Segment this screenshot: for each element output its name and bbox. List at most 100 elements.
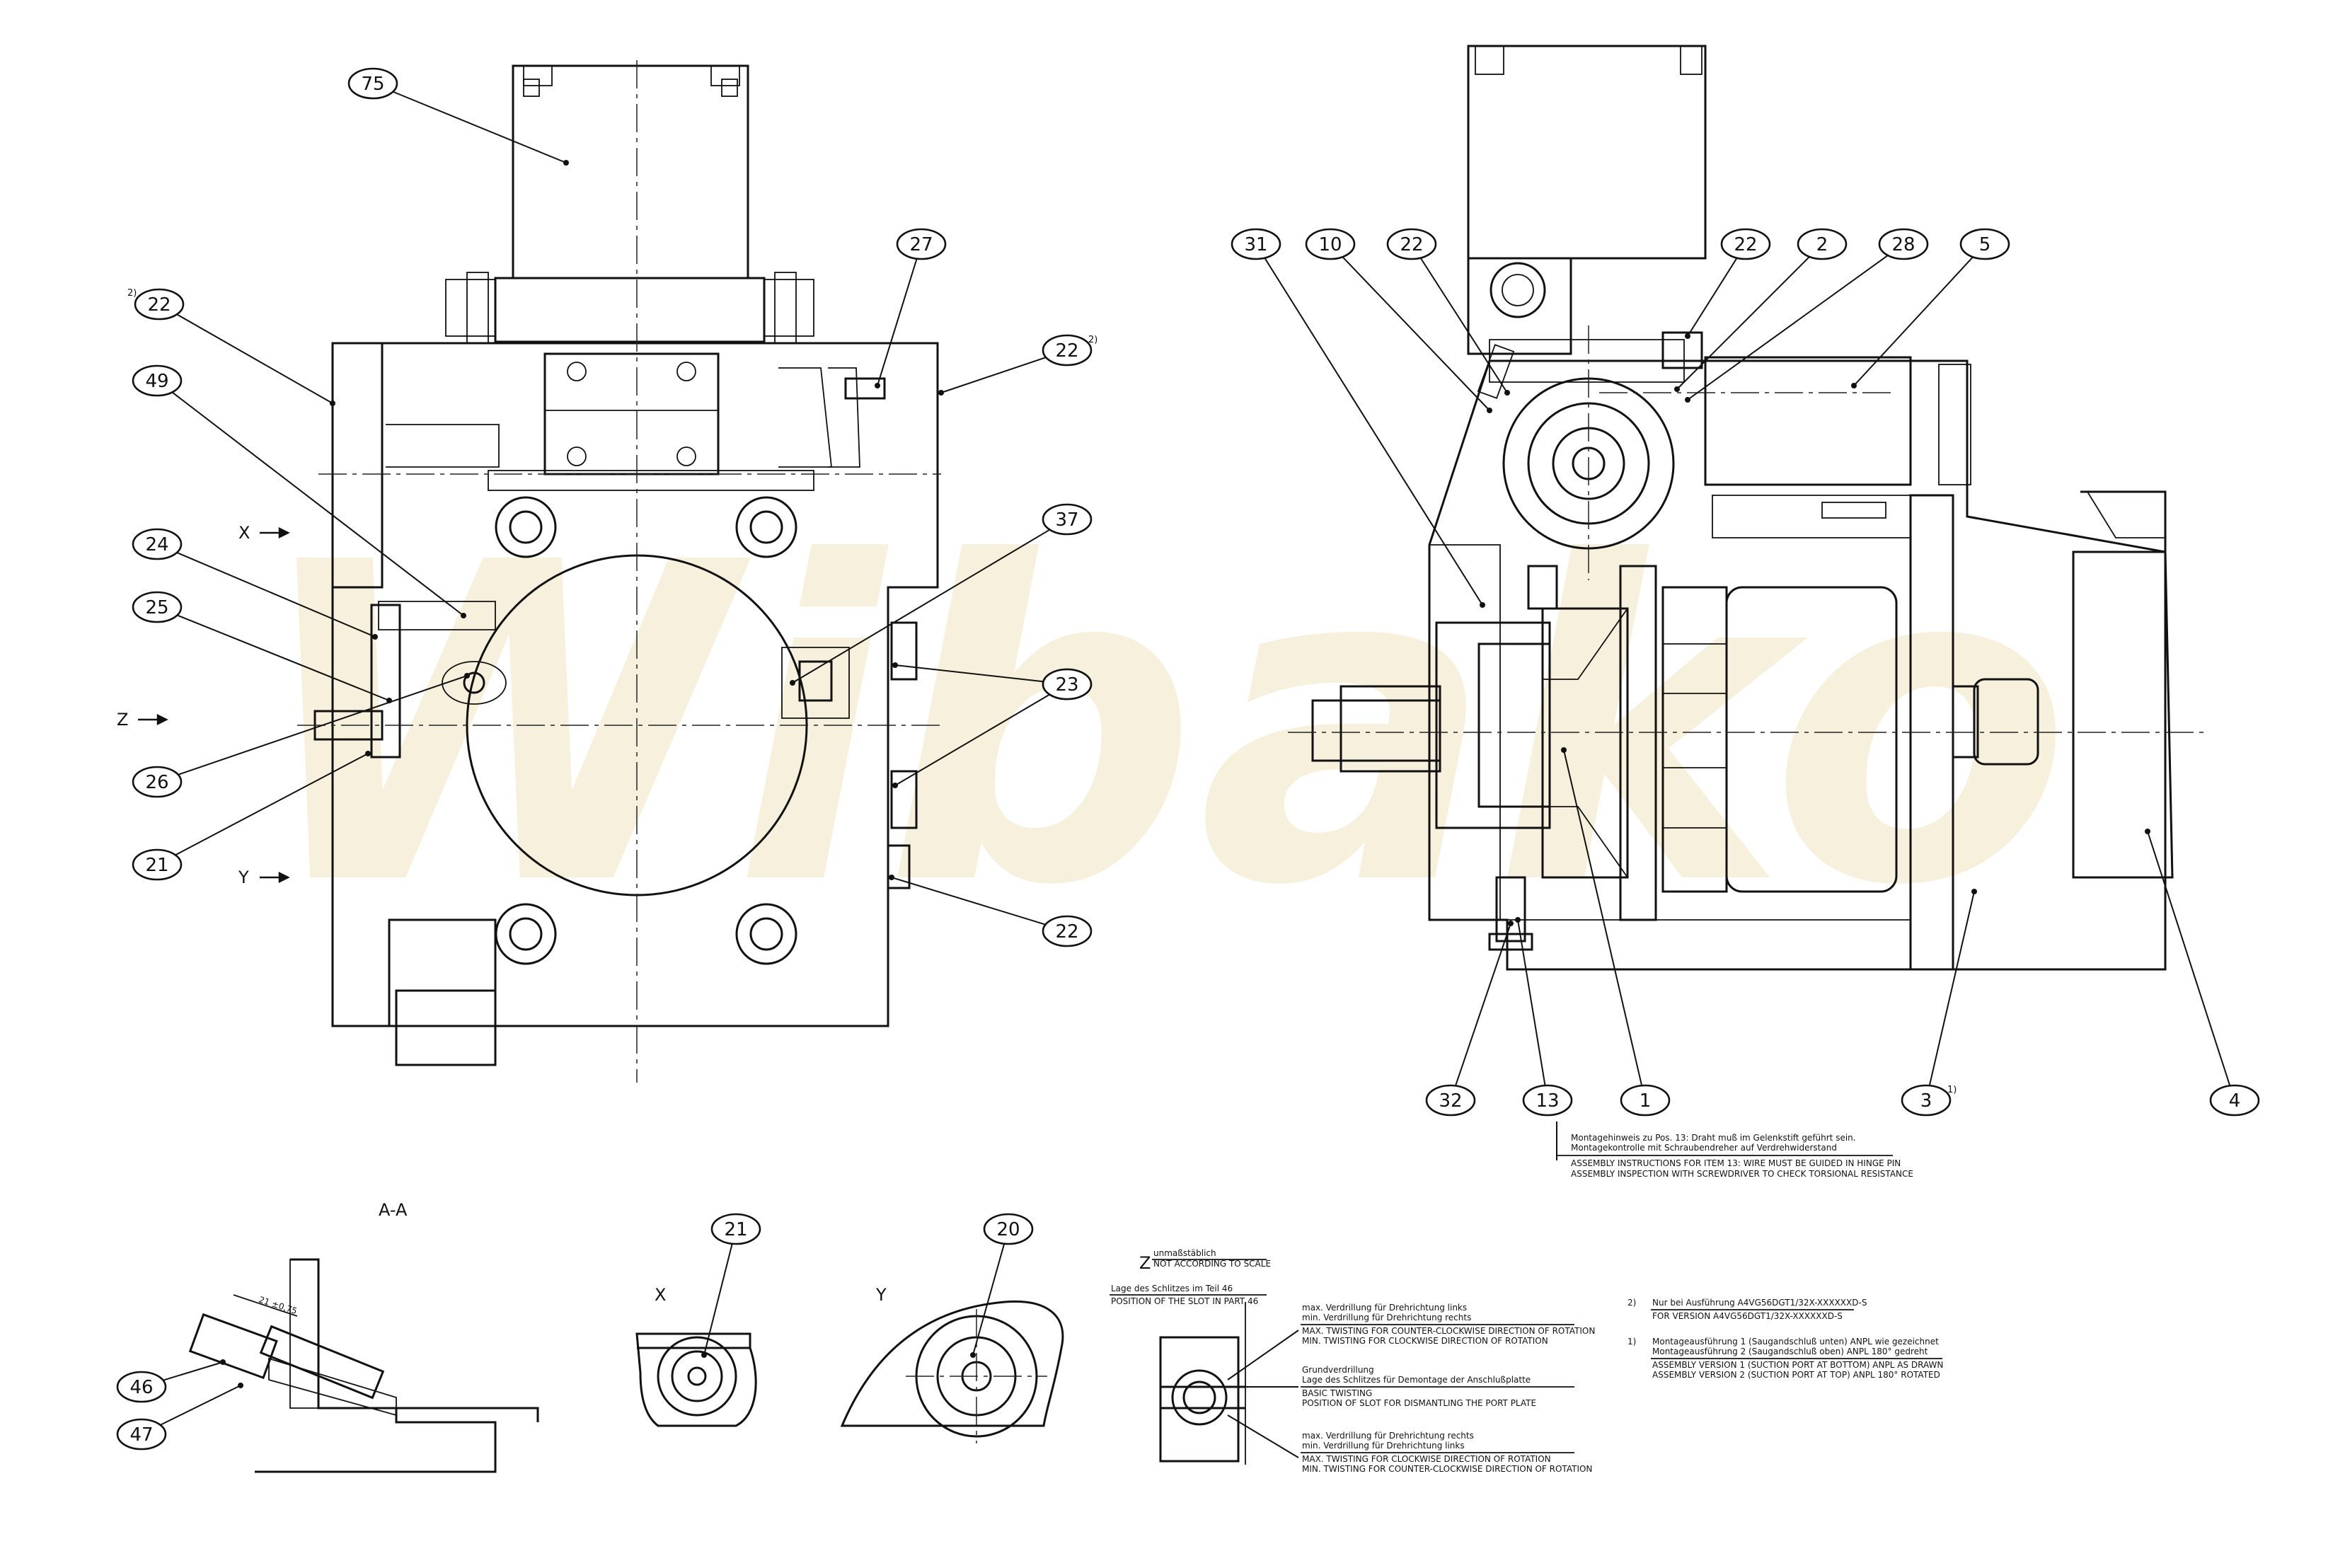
- balloon-label: 49: [145, 371, 168, 392]
- balloon-label: 4: [2229, 1090, 2241, 1112]
- section-view: [1288, 45, 2208, 971]
- footnote-marker: 2): [1088, 335, 1097, 345]
- leader-line: [1264, 258, 1483, 606]
- balloon-outline: [132, 364, 183, 397]
- view-label: Y: [238, 867, 249, 887]
- view-label: X: [655, 1285, 666, 1305]
- leader-line: [176, 313, 333, 404]
- leader-dot: [970, 1352, 976, 1358]
- balloon-label: 13: [1536, 1090, 1559, 1112]
- leader-line: [177, 614, 390, 701]
- fn2-en: FOR VERSION A4VG56DGT1/32X-XXXXXXD-S: [1652, 1311, 1843, 1321]
- twist-min-4: MIN. TWISTING FOR COUNTER-CLOCKWISE DIRE…: [1302, 1464, 1592, 1474]
- front-view: [297, 60, 941, 1083]
- leader-line: [175, 753, 369, 856]
- twist-max-2: min. Verdrillung für Drehrichtung rechts: [1302, 1313, 1471, 1322]
- balloon-layer: 7522492425262127223723232231102222228532…: [116, 67, 2260, 1451]
- balloon-label: 75: [361, 74, 384, 95]
- leader-line: [163, 1361, 224, 1381]
- leader-dot: [330, 400, 335, 406]
- balloon-outline: [1425, 1084, 1476, 1117]
- leader-dot: [238, 1383, 243, 1388]
- callout-balloon: 31: [1231, 228, 1485, 608]
- leader-line: [894, 693, 1050, 786]
- leader-line: [1419, 257, 1508, 393]
- callout-balloon: 22: [134, 288, 335, 406]
- superscript-layer: 2)2)1): [127, 288, 1957, 1095]
- balloon-outline: [132, 591, 183, 623]
- leader-line: [703, 1243, 733, 1356]
- callout-balloon: 20: [970, 1213, 1034, 1358]
- leader-line: [392, 91, 567, 163]
- leader-dot: [1685, 397, 1690, 403]
- balloon-outline: [116, 1371, 167, 1403]
- z-scale-de: unmaßstäblich: [1153, 1248, 1216, 1258]
- view-label: Y: [875, 1285, 887, 1305]
- fn1-de1: Montageausführung 1 (Saugandschluß unten…: [1652, 1337, 1939, 1347]
- slot-de: Lage des Schlitzes im Teil 46: [1111, 1284, 1233, 1293]
- balloon-outline: [1042, 915, 1093, 947]
- view-label: X: [238, 523, 250, 543]
- leader-line: [160, 1385, 241, 1426]
- leader-line: [171, 391, 464, 616]
- callout-balloon: 27: [875, 228, 947, 388]
- balloon-label: 23: [1055, 674, 1078, 696]
- balloon-outline: [1042, 503, 1093, 536]
- balloon-outline: [1720, 228, 1771, 260]
- leader-line: [1687, 255, 1889, 400]
- balloon-label: 22: [1055, 921, 1078, 942]
- leader-dot: [1674, 386, 1680, 392]
- balloon-outline: [116, 1418, 167, 1451]
- footnote-marker: 1): [1947, 1085, 1957, 1095]
- balloon-outline: [1901, 1084, 1952, 1117]
- callout-balloon: 22: [1386, 228, 1510, 396]
- callout-balloon: 26: [132, 673, 470, 798]
- balloon-outline: [1305, 228, 1356, 260]
- callout-balloon: 2: [1674, 228, 1848, 392]
- leader-dot: [1561, 747, 1567, 753]
- balloon-label: 22: [147, 294, 171, 316]
- leader-line: [2147, 831, 2231, 1086]
- callout-balloon: 75: [347, 67, 569, 166]
- balloon-outline: [896, 228, 947, 260]
- callout-balloon: 23: [892, 668, 1093, 788]
- callout-balloon: 46: [116, 1359, 226, 1403]
- leader-line: [894, 664, 1044, 683]
- balloon-label: 28: [1891, 234, 1915, 255]
- balloon-outline: [1878, 228, 1929, 260]
- leader-line: [940, 357, 1047, 393]
- leader-dot: [1515, 917, 1521, 923]
- view-arrow: [138, 713, 168, 726]
- assembly-1: Montagehinweis zu Pos. 13: Draht muß im …: [1571, 1133, 1856, 1143]
- assembly-3: ASSEMBLY INSTRUCTIONS FOR ITEM 13: WIRE …: [1571, 1158, 1901, 1168]
- view-label: Z: [117, 710, 128, 730]
- assembly-notes: Montagehinweis zu Pos. 13: Draht muß im …: [1556, 1122, 1913, 1179]
- balloon-label: 32: [1439, 1090, 1462, 1112]
- leader-dot: [1504, 390, 1510, 396]
- leader-line: [1342, 256, 1490, 411]
- fn1-en1: ASSEMBLY VERSION 1 (SUCTION PORT AT BOTT…: [1652, 1360, 1943, 1370]
- leader-dot: [1508, 921, 1514, 926]
- balloon-outline: [1620, 1084, 1671, 1117]
- footnotes: 2) Nur bei Ausführung A4VG56DGT1/32X-XXX…: [1627, 1298, 1943, 1380]
- leader-line: [1928, 891, 1975, 1086]
- callout-balloon: 49: [132, 364, 466, 618]
- balloon-label: 21: [724, 1219, 747, 1240]
- callout-balloon: 1: [1561, 747, 1671, 1117]
- callout-balloon: 47: [116, 1383, 243, 1451]
- leader-line: [972, 1243, 1006, 1356]
- balloon-label: 26: [145, 772, 168, 793]
- callout-balloon: 21: [701, 1213, 761, 1358]
- assembly-4: ASSEMBLY INSPECTION WITH SCREWDRIVER TO …: [1571, 1169, 1913, 1179]
- balloon-label: 24: [145, 534, 168, 555]
- twist-min-1: max. Verdrillung für Drehrichtung rechts: [1302, 1431, 1474, 1441]
- balloon-label: 22: [1055, 340, 1078, 362]
- detail-y: [840, 1300, 1064, 1443]
- leader-line: [1455, 923, 1511, 1086]
- leader-line: [176, 551, 376, 638]
- view-label: A-A: [379, 1200, 408, 1220]
- twist-min-3: MAX. TWISTING FOR CLOCKWISE DIRECTION OF…: [1302, 1454, 1551, 1464]
- balloon-label: 21: [145, 855, 168, 876]
